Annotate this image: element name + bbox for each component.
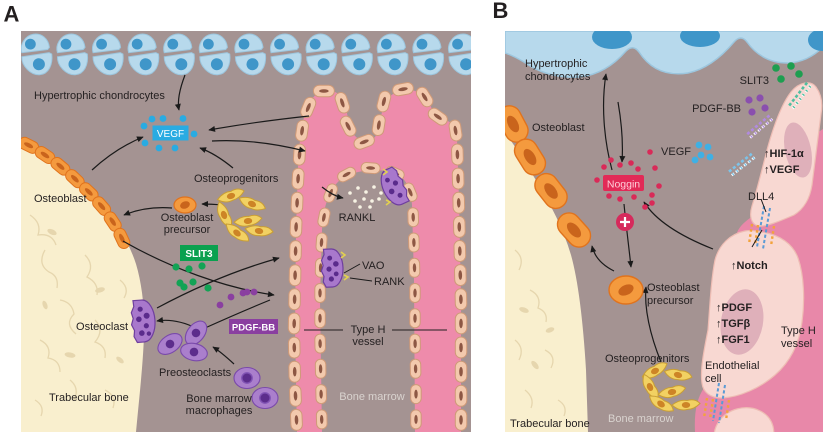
svg-text:Osteoprogenitors: Osteoprogenitors <box>605 353 690 365</box>
svg-text:cell: cell <box>705 373 722 385</box>
svg-text:Osteoblast: Osteoblast <box>647 282 700 294</box>
svg-text:Osteoblast: Osteoblast <box>34 193 87 205</box>
svg-text:Osteoclast: Osteoclast <box>76 321 128 333</box>
svg-text:Trabecular bone: Trabecular bone <box>49 392 129 404</box>
svg-text:Osteoblast: Osteoblast <box>161 212 214 224</box>
svg-text:SLIT3: SLIT3 <box>740 75 769 87</box>
svg-text:A: A <box>4 2 20 27</box>
svg-text:RANKL: RANKL <box>339 212 376 224</box>
svg-text:↑VEGF: ↑VEGF <box>764 164 800 176</box>
svg-text:↑FGF1: ↑FGF1 <box>716 334 750 346</box>
svg-text:Preosteoclasts: Preosteoclasts <box>159 367 232 379</box>
svg-text:Osteoprogenitors: Osteoprogenitors <box>194 173 279 185</box>
svg-text:SLIT3: SLIT3 <box>185 249 213 260</box>
svg-text:Noggin: Noggin <box>607 179 640 191</box>
svg-text:precursor: precursor <box>647 295 694 307</box>
svg-text:DLL4: DLL4 <box>748 191 774 203</box>
svg-text:PDGF-BB: PDGF-BB <box>692 103 741 115</box>
svg-text:↑TGFβ: ↑TGFβ <box>716 318 750 330</box>
svg-text:vessel: vessel <box>352 336 383 348</box>
svg-text:Osteoblast: Osteoblast <box>532 122 585 134</box>
svg-text:Bone marrow: Bone marrow <box>186 393 251 405</box>
svg-text:Trabecular bone: Trabecular bone <box>510 418 590 430</box>
svg-text:↑HIF-1α: ↑HIF-1α <box>764 148 804 160</box>
svg-text:VEGF: VEGF <box>157 129 184 140</box>
svg-text:↑Notch: ↑Notch <box>731 260 768 272</box>
svg-text:RANK: RANK <box>374 276 405 288</box>
svg-text:macrophages: macrophages <box>186 405 253 417</box>
svg-text:chondrocytes: chondrocytes <box>525 71 591 83</box>
svg-text:VEGF: VEGF <box>661 146 691 158</box>
svg-text:Hypertrophic: Hypertrophic <box>525 58 588 70</box>
svg-text:Hypertrophic chondrocytes: Hypertrophic chondrocytes <box>34 90 165 102</box>
svg-text:Type H: Type H <box>351 324 386 336</box>
svg-text:Type H: Type H <box>781 325 816 337</box>
svg-text:↑PDGF: ↑PDGF <box>716 302 752 314</box>
svg-text:B: B <box>493 0 509 23</box>
svg-text:vessel: vessel <box>781 338 812 350</box>
svg-text:VAO: VAO <box>362 260 385 272</box>
svg-text:Endothelial: Endothelial <box>705 360 759 372</box>
svg-text:Bone marrow: Bone marrow <box>339 391 404 403</box>
svg-text:Bone marrow: Bone marrow <box>608 413 673 425</box>
svg-text:precursor: precursor <box>164 224 211 236</box>
svg-text:PDGF-BB: PDGF-BB <box>232 323 275 334</box>
